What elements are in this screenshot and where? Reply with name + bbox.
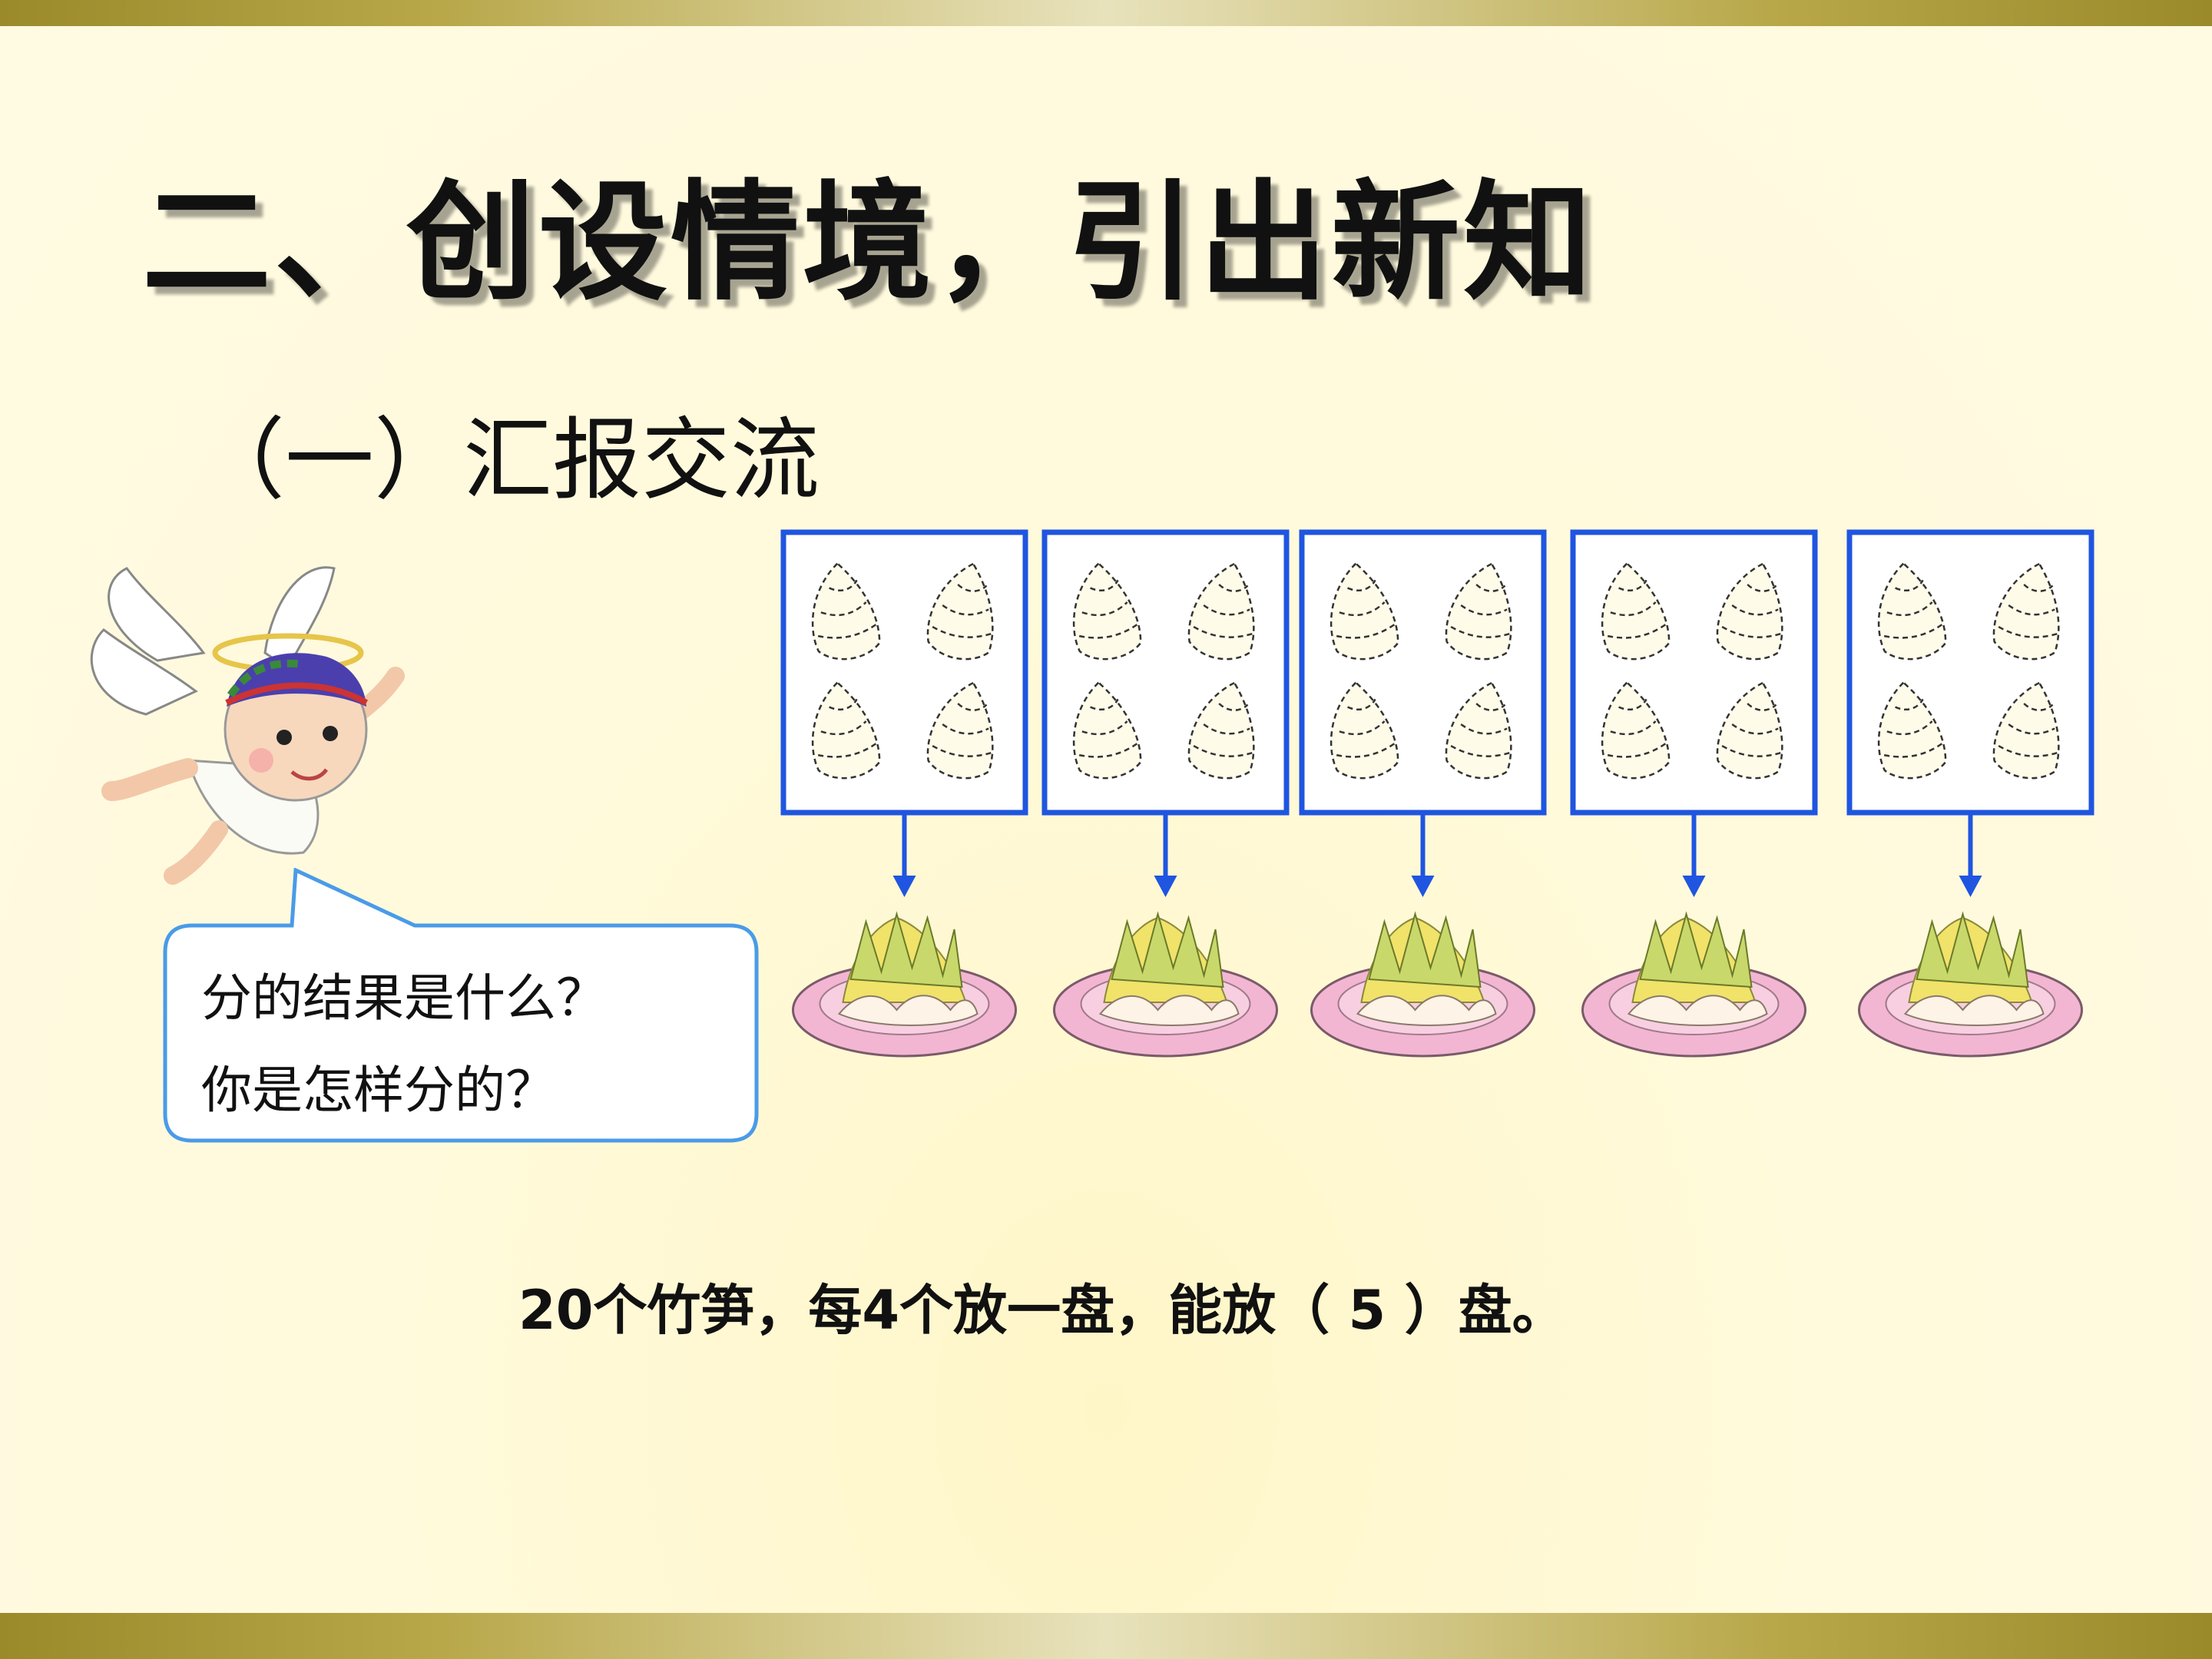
top-decor-band bbox=[0, 0, 2212, 26]
plate-3 bbox=[1310, 912, 1535, 1058]
slide-title: 二、创设情境，引出新知 bbox=[142, 167, 1595, 318]
arrow-head-5 bbox=[1959, 876, 1982, 897]
arrow-head-1 bbox=[892, 876, 916, 897]
bubble-line-2: 你是怎样分的？ bbox=[201, 1061, 556, 1120]
equation-statement: 20个竹笋，每4个放一盘，能放（ 5 ）盘。 bbox=[518, 1279, 1566, 1342]
plate-1 bbox=[792, 912, 1017, 1058]
arrow-head-3 bbox=[1411, 876, 1435, 897]
arrow-head-4 bbox=[1682, 876, 1706, 897]
bubble-text: 分的结果是什么？ 你是怎样分的？ bbox=[201, 952, 607, 1137]
speech-bubble bbox=[163, 868, 759, 1143]
plate-4 bbox=[1581, 912, 1806, 1058]
arrow-head-2 bbox=[1154, 876, 1177, 897]
bubble-line-1: 分的结果是什么？ bbox=[201, 969, 607, 1028]
bottom-decor-band bbox=[0, 1613, 2212, 1659]
angel-illustration bbox=[90, 566, 405, 885]
slide-subtitle: （一）汇报交流 bbox=[196, 409, 820, 512]
plate-5 bbox=[1858, 912, 2083, 1058]
plate-2 bbox=[1053, 912, 1278, 1058]
